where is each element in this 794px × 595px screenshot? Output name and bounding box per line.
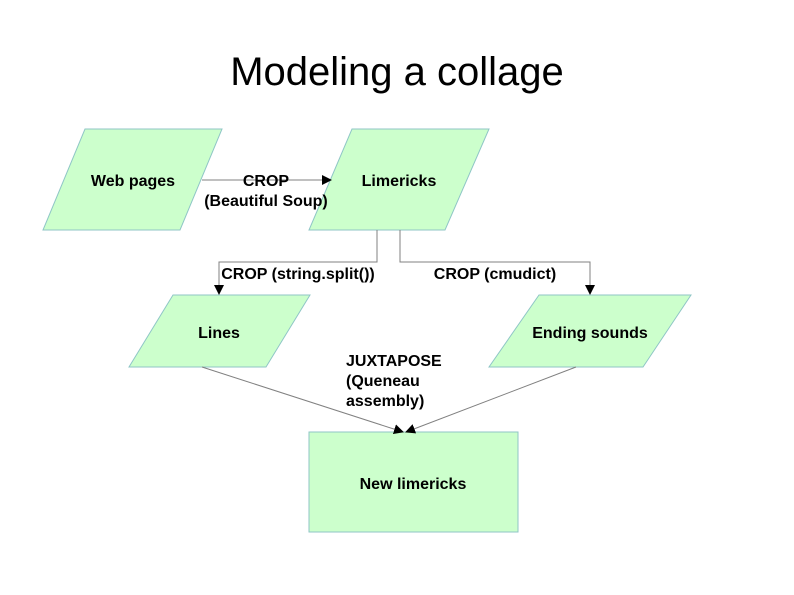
node-lines[interactable]	[128, 294, 311, 368]
node-ending-sounds[interactable]	[488, 294, 692, 368]
edge-ending-to-new	[405, 366, 577, 434]
slide-title: Modeling a collage	[230, 50, 564, 94]
node-limericks-label: Limericks	[362, 173, 437, 190]
node-web-pages[interactable]	[42, 128, 223, 231]
node-lines-label: Lines	[198, 325, 240, 342]
edge-label-juxtapose: JUXTAPOSE	[346, 353, 442, 370]
edge-label-crop-cmudict: CROP (cmudict)	[434, 266, 556, 283]
edge-limericks-to-lines	[214, 230, 378, 295]
edge-label-assembly: assembly)	[346, 393, 424, 410]
edge-label-beautiful-soup: (Beautiful Soup)	[204, 193, 328, 210]
node-ending-sounds-label: Ending sounds	[532, 325, 648, 342]
edge-label-crop-string-split: CROP (string.split())	[221, 266, 374, 283]
node-web-pages-label: Web pages	[91, 173, 175, 190]
node-new-limericks-label: New limericks	[360, 476, 467, 493]
edge-label-crop: CROP	[243, 173, 290, 190]
node-limericks[interactable]	[308, 128, 490, 231]
edge-label-queneau: (Queneau	[346, 373, 420, 390]
edge-limericks-to-ending	[399, 230, 595, 295]
edge-lines-to-new	[201, 366, 404, 434]
